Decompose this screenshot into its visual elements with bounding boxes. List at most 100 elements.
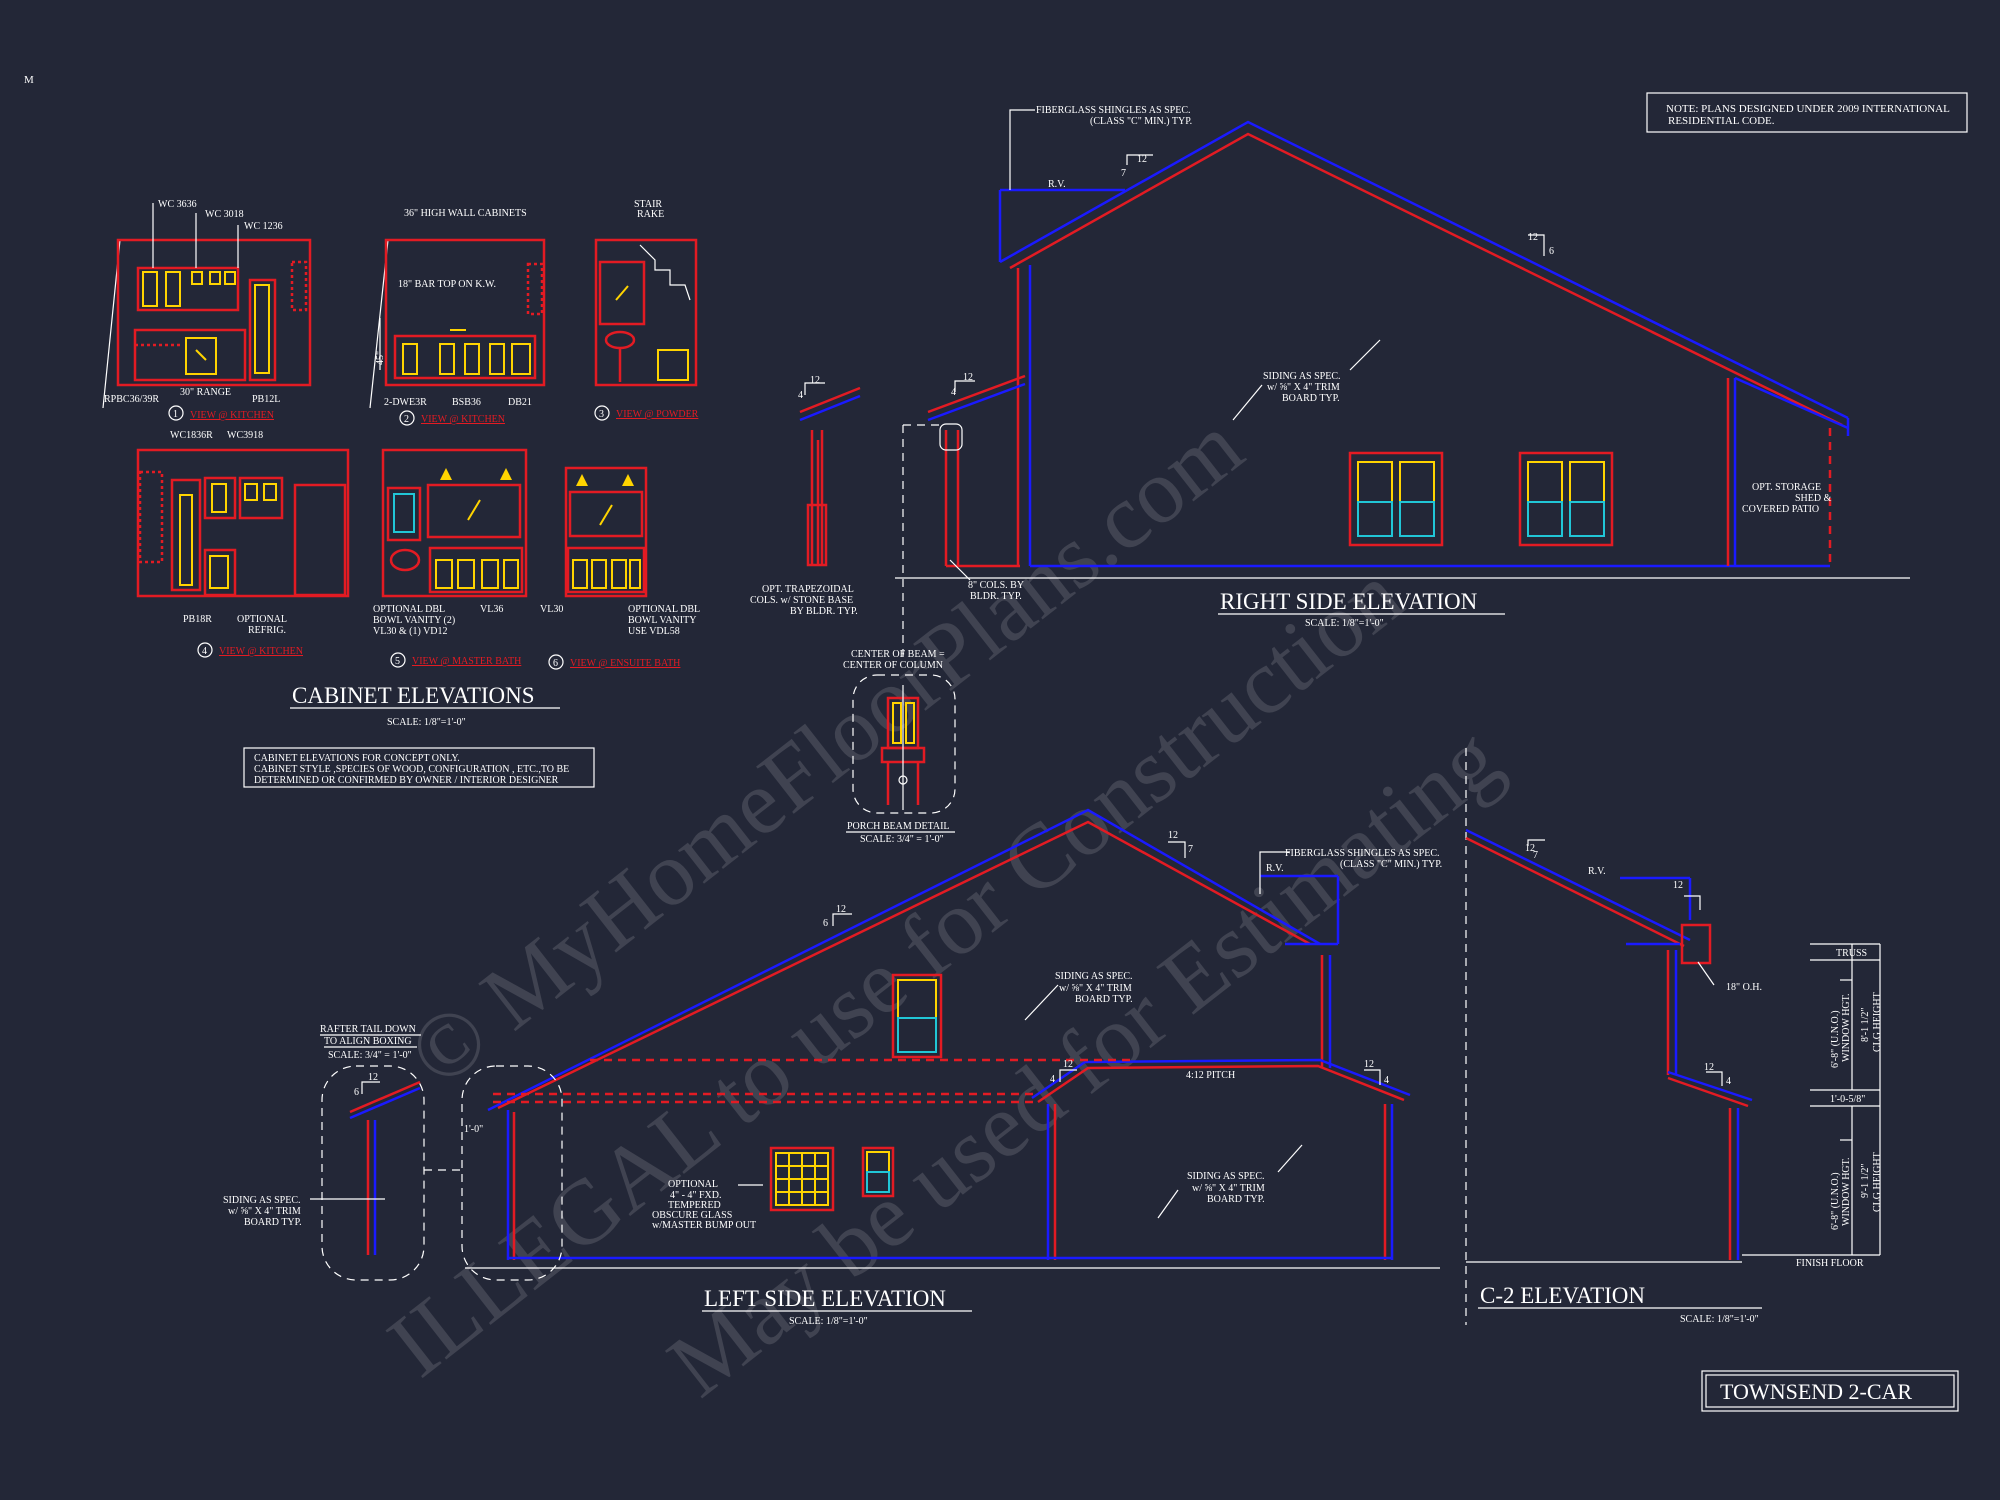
code-note: NOTE: PLANS DESIGNED UNDER 2009 INTERNAT… [1646,92,1968,133]
rs-rv: R.V. [1048,179,1066,190]
rs-shingles-2: (CLASS "C" MIN.) TYP. [1090,116,1192,127]
view-5-label[interactable]: VIEW @ MASTER BATH [412,656,521,667]
cabinet-elevations: WC 3636 WC 3018 WC 1236 RPBC36/39R 30" R… [102,199,700,788]
rs-shingles-1: FIBERGLASS SHINGLES AS SPEC. [1036,105,1190,116]
c2-clg-lower-2: CLG HEIGHT [1872,1152,1883,1212]
label-bar-top: 18" BAR TOP ON K.W. [398,279,496,290]
label-wc1236: WC 1236 [244,221,283,232]
ls-scale: SCALE: 1/8"=1'-0" [789,1316,868,1327]
ls-siding-upper-1: SIDING AS SPEC. [1055,971,1133,982]
pb-note-1: CENTER OF BEAM = [851,649,945,660]
label-rake: RAKE [637,209,664,220]
view-6-number: 6 [553,658,558,669]
rs-siding-2: w/ ⅝" X 4" TRIM [1267,382,1340,393]
ls-detail-12: 12 [368,1072,378,1083]
label-opt-refrig-2: REFRIG. [248,625,286,636]
view-3-number: 3 [599,409,604,420]
porch-beam-detail: CENTER OF BEAM = CENTER OF COLUMN PORCH … [843,649,956,845]
view-6-label[interactable]: VIEW @ ENSUITE BATH [570,658,680,669]
rs-pitch-4b: 4 [951,387,956,398]
c2-pitch-4: 4 [1726,1076,1731,1087]
ls-siding-det-2: w/ ⅝" X 4" TRIM [228,1206,301,1217]
label-vl30: VL30 [540,604,563,615]
rs-pitch-12b: 12 [1528,232,1538,243]
cabinet-scale: SCALE: 1/8"=1'-0" [387,717,466,728]
ls-siding-upper-2: w/ ⅝" X 4" TRIM [1059,983,1132,994]
view-1-number: 1 [173,409,178,420]
rs-col-2: COLS. w/ STONE BASE [750,595,853,606]
ls-pitch-12c: 12 [1063,1059,1073,1070]
ls-dim-1-0: 1'-0" [464,1124,483,1135]
ls-detail-6: 6 [354,1087,359,1098]
rs-pitch-7: 7 [1121,168,1126,179]
label-dwe3r: 2-DWE3R [384,397,427,408]
c2-clg-lower: 9'-1 1/2" [1860,1164,1871,1199]
cabinet-note-1: CABINET ELEVATIONS FOR CONCEPT ONLY. [254,753,460,764]
ls-pitch-7: 7 [1188,844,1193,855]
ls-siding-det-1: SIDING AS SPEC. [223,1195,301,1206]
rs-pitch-12a: 12 [1137,154,1147,165]
label-vl36: VL36 [480,604,503,615]
ls-optional-2: 4" - 4" FXD. [670,1190,722,1201]
ls-optional-3: TEMPERED [668,1200,721,1211]
ls-pitch-12d: 12 [1364,1059,1374,1070]
ls-pitch-4a: 4 [1050,1074,1055,1085]
cabinet-view-3: STAIR RAKE 3 VIEW @ POWDER [594,199,699,421]
rs-pitch-12d: 12 [963,372,973,383]
ls-rv: R.V. [1266,863,1284,874]
pb-title: PORCH BEAM DETAIL [847,821,950,832]
left-side-elevation: FIBERGLASS SHINGLES AS SPEC. (CLASS "C" … [223,808,1442,1327]
c2-win-hgt-lower: 6'-8" (U.N.O.) [1830,1172,1841,1230]
c2-pitch-12b: 12 [1673,880,1683,891]
code-note-line-2: RESIDENTIAL CODE. [1668,115,1775,127]
cabinet-view-6: VL30 OPTIONAL DBL BOWL VANITY USE VDL58 … [540,466,700,670]
label-stair: STAIR [634,199,662,210]
ls-pitch-12a: 12 [836,904,846,915]
c2-rv: R.V. [1588,866,1606,877]
pb-note-2: CENTER OF COLUMN [843,660,943,671]
rs-pitch-6: 6 [1549,246,1554,257]
ls-siding-lower-2: w/ ⅝" X 4" TRIM [1192,1183,1265,1194]
view-1-label[interactable]: VIEW @ KITCHEN [190,410,274,421]
c2-pitch-7: 7 [1533,850,1538,861]
c2-truss: TRUSS [1836,948,1867,959]
right-side-elevation: FIBERGLASS SHINGLES AS SPEC. (CLASS "C" … [750,105,1910,660]
view-4-label[interactable]: VIEW @ KITCHEN [219,646,303,657]
cabinet-title: CABINET ELEVATIONS [292,683,535,708]
ls-optional-5: w/MASTER BUMP OUT [652,1220,756,1231]
label-db21: DB21 [508,397,532,408]
c2-scale: SCALE: 1/8"=1'-0" [1680,1314,1759,1325]
label-wc3636: WC 3636 [158,199,197,210]
c2-pitch-12c: 12 [1704,1062,1714,1073]
cabinet-view-4: WC1836R WC3918 PB18R OPTIONAL REFRIG. 4 … [136,430,350,658]
label-pb12l: PB12L [252,394,280,405]
cabinet-note-2: CABINET STYLE ,SPECIES OF WOOD, CONFIGUR… [254,764,569,775]
rs-title: RIGHT SIDE ELEVATION [1220,589,1478,614]
ls-siding-lower-3: BOARD TYP. [1207,1194,1265,1205]
view-2-label[interactable]: VIEW @ KITCHEN [421,414,505,425]
ls-pitch-4b: 4 [1384,1075,1389,1086]
code-note-line-1: NOTE: PLANS DESIGNED UNDER 2009 INTERNAT… [1666,103,1950,115]
ls-pitch-6: 6 [823,918,828,929]
view-5-number: 5 [395,656,400,667]
rs-siding-1: SIDING AS SPEC. [1263,371,1341,382]
cabinet-view-1: WC 3636 WC 3018 WC 1236 RPBC36/39R 30" R… [102,199,312,421]
label-rpbc: RPBC36/39R [104,394,159,405]
c2-clg-upper-2: CLG HEIGHT [1872,992,1883,1052]
ls-rafter-2: TO ALIGN BOXING [324,1036,412,1047]
label-mb-1: OPTIONAL DBL [373,604,445,615]
rs-col-3: BY BLDR. TYP. [790,606,858,617]
c2-pitch-12a: 12 [1525,843,1535,854]
rs-scale: SCALE: 1/8"=1'-0" [1305,618,1384,629]
watermark: © MyHomeFloorPlans.com ILLEGAL to use fo… [370,394,1518,1416]
ls-optional-1: OPTIONAL [668,1179,718,1190]
rs-storage-3: COVERED PATIO [1742,504,1819,515]
label-eb-1: OPTIONAL DBL [628,604,700,615]
corner-mark: M [24,74,34,86]
c2-win-hgt-upper-2: WINDOW HGT. [1841,993,1852,1062]
view-3-label[interactable]: VIEW @ POWDER [616,409,699,420]
cabinet-view-2: 45" 36" HIGH WALL CABINETS 18" BAR TOP O… [369,208,546,426]
label-eb-3: USE VDL58 [628,626,680,637]
view-2-number: 2 [404,414,409,425]
ls-shingles-1: FIBERGLASS SHINGLES AS SPEC. [1285,848,1439,859]
